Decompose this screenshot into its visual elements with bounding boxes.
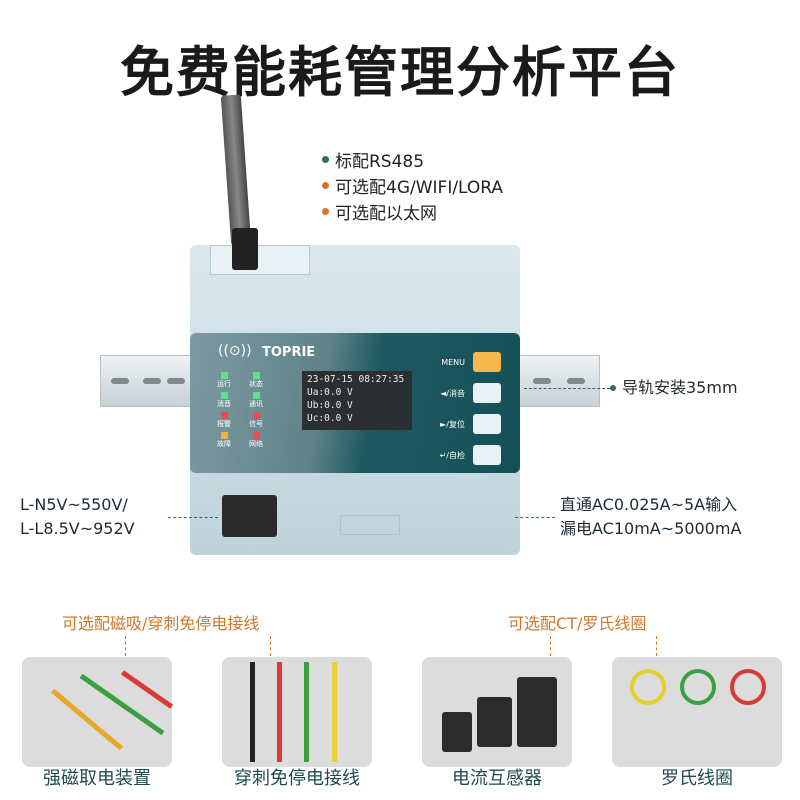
panel-button-row: ◄/消音 <box>405 381 501 405</box>
rail-slot <box>143 378 161 384</box>
leader-line <box>524 388 610 389</box>
voltage-ln: L-N5V~550V/ <box>20 495 128 514</box>
rail-label: 导轨安装35mm <box>610 376 738 400</box>
rail-label-text: 导轨安装35mm <box>622 378 738 397</box>
page-title: 免费能耗管理分析平台 <box>120 41 680 104</box>
button-label: MENU <box>441 357 465 367</box>
panel-button-row: ►/复位 <box>405 412 501 436</box>
feature-label: 标配RS485 <box>335 152 425 172</box>
terminal-block <box>222 495 277 537</box>
feature-item: 可选配以太网 <box>322 199 437 224</box>
leader-line <box>168 517 218 518</box>
screen-ua: Ua:0.0 V <box>307 387 353 398</box>
accessory-label: 穿刺免停电接线 <box>234 768 360 789</box>
button-label: ↵/自检 <box>439 450 465 460</box>
brand-logo: TOPRIE <box>262 345 316 360</box>
panel-button[interactable] <box>473 445 501 465</box>
status-led: 报警 <box>208 412 240 429</box>
led-indicator <box>252 392 260 399</box>
feature-item: 标配RS485 <box>322 147 424 172</box>
led-indicator <box>220 372 228 379</box>
rfid-icon: ((⊙)) <box>218 343 252 359</box>
led-label: 消音 <box>217 400 231 408</box>
option-ct: 可选配CT/罗氏线圈 <box>508 614 647 633</box>
leader-line <box>515 517 555 518</box>
status-led: 网络 <box>240 432 272 449</box>
led-label: 通讯 <box>249 400 263 408</box>
led-grid: 运行 状态消音 通讯报警 信号故障 网络 <box>208 372 272 449</box>
status-led: 信号 <box>240 412 272 429</box>
leader-line <box>656 636 657 656</box>
led-indicator <box>220 412 228 419</box>
feature-label: 可选配4G/WIFI/LORA <box>335 178 504 198</box>
leader-line <box>270 636 271 656</box>
status-led: 运行 <box>208 372 240 389</box>
feature-label: 可选配以太网 <box>335 204 437 224</box>
screen-uc: Uc:0.0 V <box>307 413 353 424</box>
panel-button[interactable] <box>473 352 501 372</box>
rail-slot <box>533 378 551 384</box>
accessory-label: 强磁取电装置 <box>43 768 151 789</box>
feature-item: 可选配4G/WIFI/LORA <box>322 173 503 198</box>
rail-slot <box>167 378 185 384</box>
panel-button[interactable] <box>473 383 501 403</box>
screen-ub: Ub:0.0 V <box>307 400 353 411</box>
led-indicator <box>220 432 228 439</box>
antenna-base <box>232 228 258 270</box>
status-led: 故障 <box>208 432 240 449</box>
current-leakage: 漏电AC10mA~5000mA <box>560 519 742 538</box>
status-led: 状态 <box>240 372 272 389</box>
status-led: 通讯 <box>240 392 272 409</box>
led-label: 报警 <box>217 420 231 428</box>
leader-line <box>550 636 551 656</box>
accessory-label: 罗氏线圈 <box>661 768 733 789</box>
antenna <box>220 94 252 246</box>
bullet-icon <box>322 208 329 215</box>
panel-button[interactable] <box>473 414 501 434</box>
current-direct: 直通AC0.025A~5A输入 <box>560 495 738 514</box>
status-led: 消音 <box>208 392 240 409</box>
screen-datetime: 23-07-15 08:27:35 <box>307 374 405 385</box>
accessory-label: 电流互感器 <box>452 768 542 789</box>
accessory-image-rogowski <box>612 657 782 767</box>
bullet-icon <box>322 182 329 189</box>
accessory-image-piercing <box>222 657 372 767</box>
accessory-image-ct <box>422 657 572 767</box>
led-indicator <box>252 432 260 439</box>
top-cover <box>210 245 310 275</box>
voltage-spec: L-N5V~550V/L-L8.5V~952V <box>20 493 135 541</box>
latch <box>340 515 400 535</box>
led-indicator <box>252 412 260 419</box>
accessory-image-magnetic <box>22 657 174 767</box>
led-label: 运行 <box>217 380 231 388</box>
lcd-screen: 23-07-15 08:27:35 Ua:0.0 V Ub:0.0 V Uc:0… <box>302 371 412 430</box>
option-wiring: 可选配磁吸/穿刺免停电接线 <box>62 614 260 633</box>
led-indicator <box>220 392 228 399</box>
panel-button-row: MENU <box>405 350 501 374</box>
led-label: 网络 <box>249 440 263 448</box>
voltage-ll: L-L8.5V~952V <box>20 519 135 538</box>
pointer-dot <box>610 385 616 391</box>
button-label: ►/复位 <box>440 419 465 429</box>
led-label: 信号 <box>249 420 263 428</box>
button-label: ◄/消音 <box>440 388 465 398</box>
led-indicator <box>252 372 260 379</box>
current-spec: 直通AC0.025A~5A输入漏电AC10mA~5000mA <box>560 493 741 541</box>
led-label: 状态 <box>249 380 263 388</box>
panel-button-row: ↵/自检 <box>405 443 501 467</box>
rail-slot <box>567 378 585 384</box>
led-label: 故障 <box>217 440 231 448</box>
button-column: MENU ◄/消音 ►/复位 ↵/自检 <box>405 350 501 467</box>
leader-line <box>125 636 126 656</box>
rail-slot <box>111 378 129 384</box>
bullet-icon <box>322 156 329 163</box>
